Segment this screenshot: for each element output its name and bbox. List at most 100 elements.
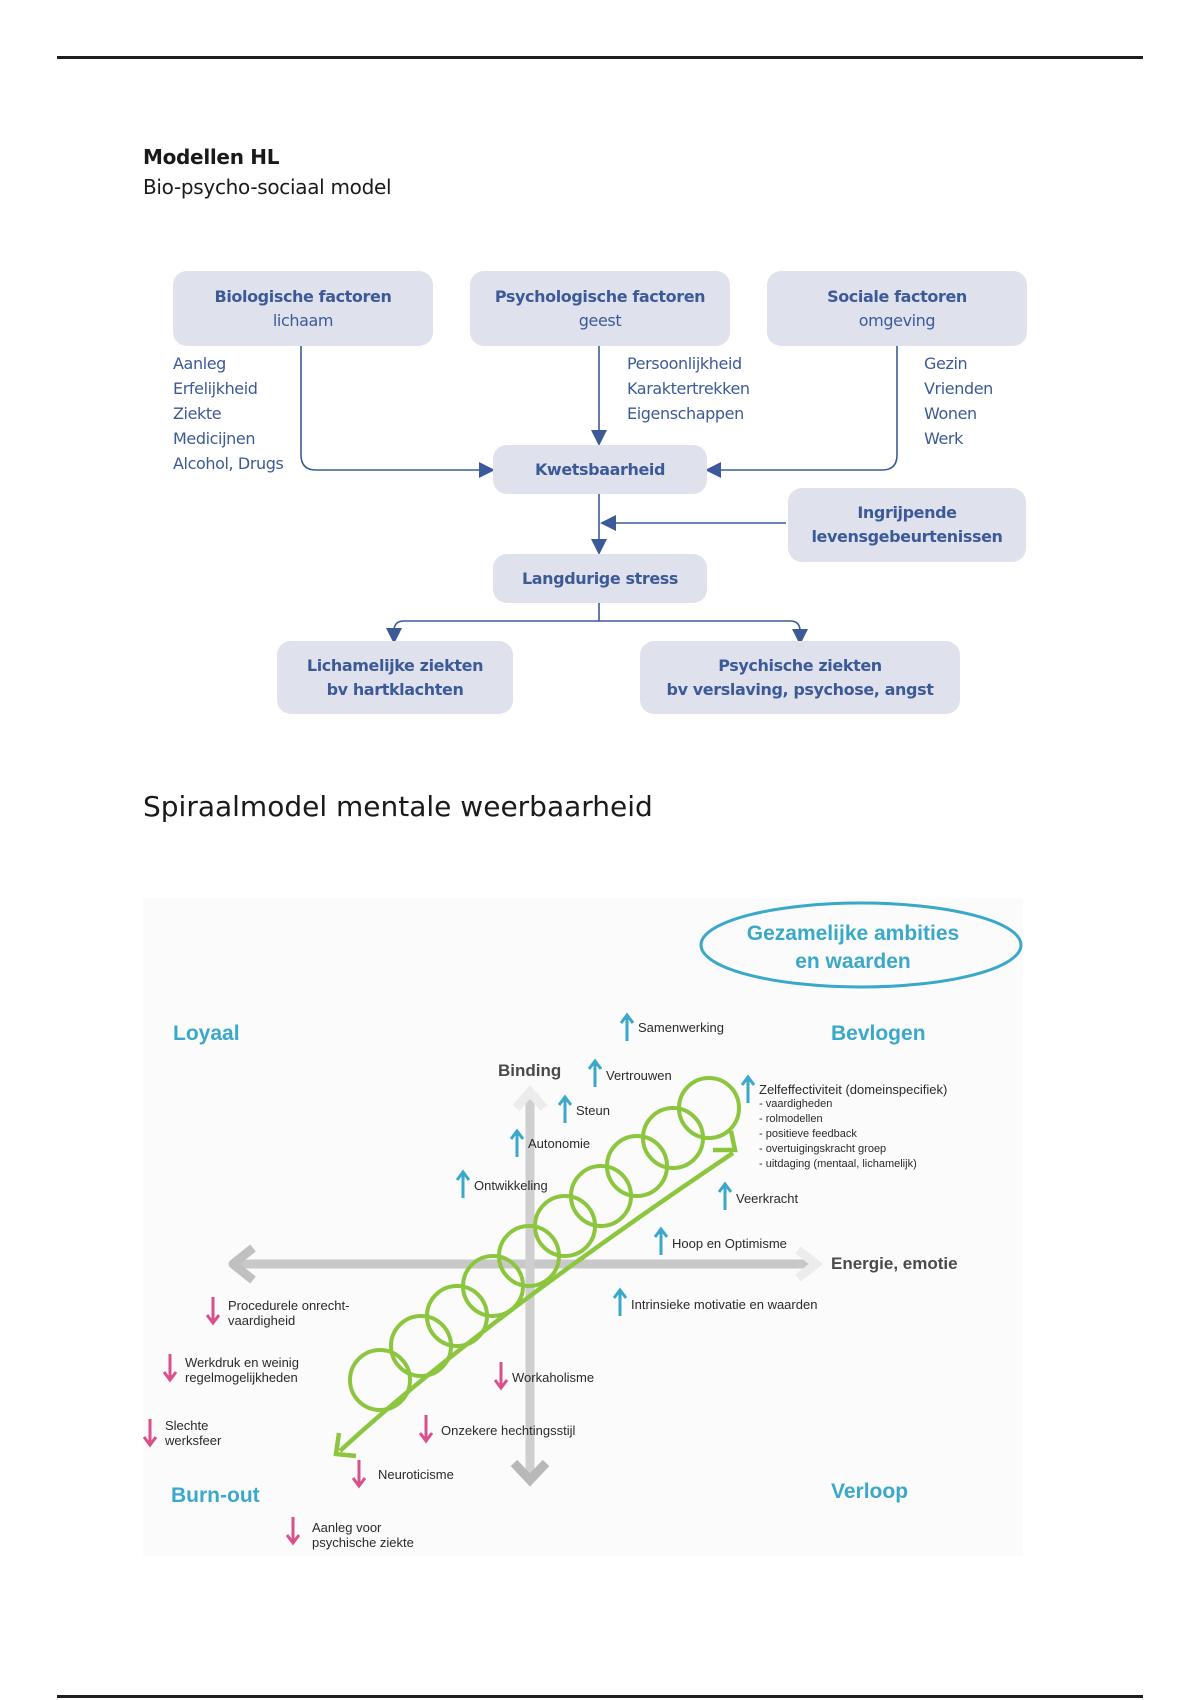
connector-physical bbox=[386, 620, 405, 644]
spiral-loop bbox=[533, 1194, 597, 1258]
up-arrow-icon bbox=[456, 1169, 470, 1199]
axis-label-binding: Binding bbox=[498, 1061, 562, 1080]
factor-label: Samenwerking bbox=[638, 1020, 724, 1035]
physical-illness-box: Lichamelijke ziekten bv hartklachten bbox=[277, 641, 513, 714]
positive-factor: Steun bbox=[558, 1094, 610, 1124]
factor-text: Onzekere hechtingsstijl bbox=[441, 1423, 575, 1438]
positive-factor: Ontwikkeling bbox=[456, 1169, 548, 1199]
up-arrow-icon bbox=[718, 1181, 732, 1211]
header-rule bbox=[57, 56, 1143, 59]
positive-factor: Intrinsieke motivatie en waarden bbox=[613, 1287, 817, 1317]
psychological-factor-list: Persoonlijkheid Karaktertrekken Eigensch… bbox=[627, 351, 750, 426]
kwetsbaarheid-label: Kwetsbaarheid bbox=[534, 459, 666, 479]
factor-line: Neuroticisme bbox=[378, 1467, 454, 1482]
factor-text: Workaholisme bbox=[512, 1370, 594, 1385]
connector-stress-split bbox=[404, 603, 790, 622]
life-events-line1: Ingrijpende bbox=[857, 503, 957, 522]
quadrant-loyaal: Loyaal bbox=[173, 1022, 240, 1045]
positive-factor: Veerkracht bbox=[718, 1181, 798, 1211]
horizontal-axis-left-arrowhead bbox=[228, 1244, 256, 1284]
connector-bio bbox=[300, 346, 495, 478]
footer-rule bbox=[57, 1695, 1143, 1698]
factor-item: Karaktertrekken bbox=[627, 379, 750, 398]
factor-item: Wonen bbox=[924, 404, 977, 423]
spiral-trend-arrowhead-bottom bbox=[333, 1432, 357, 1459]
kwetsbaarheid-box: Kwetsbaarheid bbox=[493, 445, 707, 494]
factor-text: Procedurele onrecht- vaardigheid bbox=[228, 1298, 349, 1328]
negative-factor: Werkdruk en weinig regelmogelijkheden bbox=[163, 1353, 299, 1385]
document-title: Modellen HL bbox=[143, 145, 280, 169]
connector-social bbox=[705, 346, 898, 478]
factor-label: Autonomie bbox=[528, 1136, 591, 1151]
down-arrow-icon bbox=[163, 1353, 177, 1383]
spiral-loops bbox=[348, 1076, 741, 1412]
factor-line: regelmogelijkheden bbox=[185, 1370, 298, 1385]
down-arrow-icon bbox=[206, 1296, 220, 1326]
negative-factor: Neuroticisme bbox=[352, 1459, 454, 1489]
factor-text: Aanleg voor psychische ziekte bbox=[312, 1520, 414, 1550]
quadrant-bevlogen: Bevlogen bbox=[831, 1022, 926, 1045]
factor-label: Vertrouwen bbox=[606, 1068, 672, 1083]
factor-item: Aanleg bbox=[173, 354, 226, 373]
biological-factors-sub: lichaam bbox=[272, 310, 334, 330]
factor-item: Medicijnen bbox=[173, 429, 256, 448]
ambitions-line2: en waarden bbox=[795, 950, 911, 973]
stress-box: Langdurige stress bbox=[493, 554, 707, 603]
zelfeffectiviteit-block: Zelfeffectiviteit (domeinspecifiek) - va… bbox=[759, 1082, 947, 1172]
connector-psychic bbox=[789, 620, 808, 645]
factor-line: Procedurele onrecht- bbox=[228, 1298, 350, 1313]
up-arrow-icon bbox=[558, 1094, 572, 1124]
negative-factor: Workaholisme bbox=[494, 1361, 594, 1391]
stress-label: Langdurige stress bbox=[521, 568, 679, 588]
psychic-illness-sub: bv verslaving, psychose, angst bbox=[666, 679, 934, 699]
down-arrow-icon bbox=[286, 1516, 300, 1546]
quadrant-burn-out: Burn-out bbox=[171, 1484, 260, 1507]
factor-line: psychische ziekte bbox=[312, 1535, 414, 1550]
down-arrow-icon bbox=[143, 1418, 157, 1448]
spiral-loop bbox=[348, 1348, 412, 1412]
up-arrow-icon bbox=[654, 1226, 668, 1256]
vertical-axis-top-arrowhead bbox=[512, 1085, 548, 1111]
up-arrow-icon bbox=[620, 1012, 634, 1042]
detail-item: - overtuigingskracht groep bbox=[759, 1143, 887, 1155]
factor-text: Slechte werksfeer bbox=[165, 1418, 221, 1448]
spiral-trend-arrowhead-top bbox=[713, 1130, 738, 1153]
factor-label: Intrinsieke motivatie en waarden bbox=[631, 1297, 818, 1312]
factor-item: Werk bbox=[924, 429, 963, 448]
up-arrow-icon bbox=[510, 1128, 524, 1158]
factor-line: Werkdruk en weinig bbox=[185, 1355, 299, 1370]
down-arrow-icon bbox=[419, 1414, 433, 1444]
life-events-box: Ingrijpende levensgebeurtenissen bbox=[788, 488, 1026, 562]
spiral-graphics bbox=[228, 901, 1023, 1487]
positive-factor: Samenwerking bbox=[620, 1012, 724, 1042]
psychic-illness-title: Psychische ziekten bbox=[718, 655, 882, 675]
physical-illness-sub: bv hartklachten bbox=[326, 679, 464, 699]
ambitions-text: Gezamelijke ambities en waarden bbox=[703, 920, 1003, 976]
ambitions-line1: Gezamelijke ambities bbox=[746, 922, 960, 945]
psychological-factors-sub: geest bbox=[578, 310, 622, 330]
up-arrow-icon bbox=[741, 1074, 755, 1104]
factor-label: Ontwikkeling bbox=[474, 1178, 548, 1193]
factor-line: werksfeer bbox=[165, 1433, 222, 1448]
factor-line: Workaholisme bbox=[512, 1370, 595, 1385]
axis-label-energie: Energie, emotie bbox=[831, 1254, 958, 1273]
detail-item: - positieve feedback bbox=[759, 1128, 857, 1140]
spiral-loop bbox=[677, 1076, 741, 1140]
spiral-loop bbox=[389, 1314, 453, 1378]
factor-item: Gezin bbox=[924, 354, 968, 373]
biological-factors-box: Biologische factoren lichaam bbox=[173, 271, 433, 346]
positive-factor: Autonomie bbox=[510, 1128, 590, 1158]
social-factors-sub: omgeving bbox=[858, 310, 936, 330]
life-events-line2: levensgebeurtenissen bbox=[811, 527, 1003, 546]
quadrant-verloop: Verloop bbox=[831, 1480, 909, 1503]
up-arrow-icon bbox=[588, 1058, 602, 1088]
biological-factors-title: Biologische factoren bbox=[214, 286, 392, 306]
factor-item: Persoonlijkheid bbox=[627, 354, 742, 373]
zelfeffectiviteit-details: - vaardigheden - rolmodellen - positieve… bbox=[759, 1097, 947, 1172]
spiral-model-figure: Gezamelijke ambities en waarden Loyaal B… bbox=[143, 898, 1023, 1556]
social-factor-list: Gezin Vrienden Wonen Werk bbox=[924, 351, 993, 451]
negative-factor: Onzekere hechtingsstijl bbox=[419, 1414, 575, 1444]
negative-factor: Procedurele onrecht- vaardigheid bbox=[206, 1296, 349, 1328]
diagram-connectors bbox=[300, 346, 898, 645]
factor-label: Steun bbox=[576, 1103, 610, 1118]
